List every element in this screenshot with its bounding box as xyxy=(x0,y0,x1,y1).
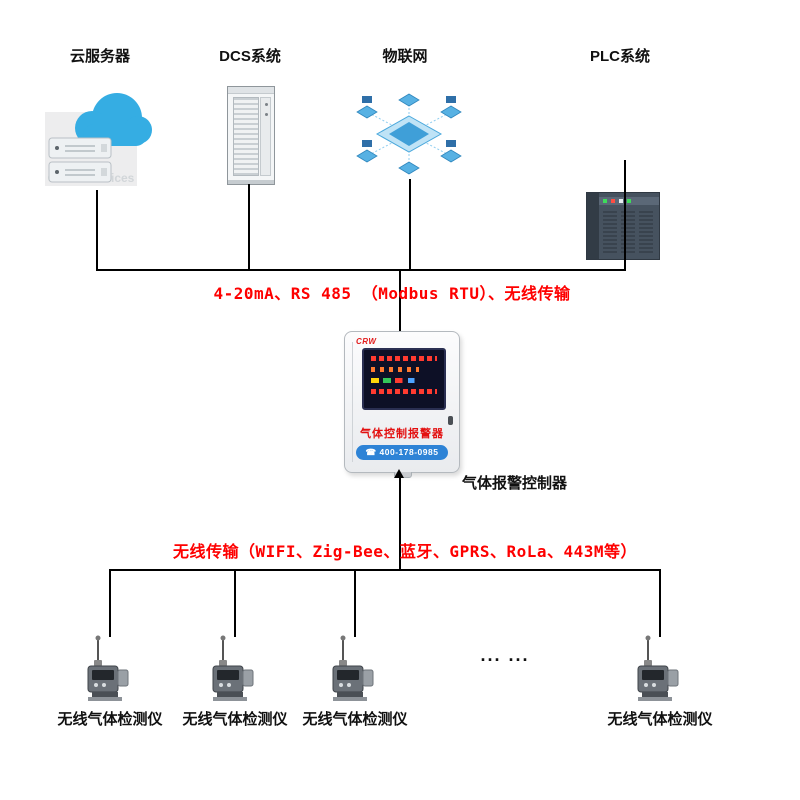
cabinet-base xyxy=(228,180,274,184)
bus2-line xyxy=(109,569,661,571)
connector-cloud-to-bus xyxy=(96,190,98,270)
connector-iot-to-bus xyxy=(409,179,411,270)
controller-screen xyxy=(362,348,446,410)
plc-led xyxy=(619,199,623,203)
gas-detector-icon xyxy=(632,634,688,709)
device-label-dcs: DCS系统 xyxy=(219,48,281,65)
cabinet-slats xyxy=(233,97,259,176)
connector-bus2-detector2 xyxy=(234,570,236,637)
screen-row xyxy=(371,356,437,361)
controller-phone-bar: ☎ 400-178-0985 xyxy=(356,445,448,460)
connector-bus2-to-controller xyxy=(399,477,401,570)
connector-bus2-detector4 xyxy=(659,570,661,637)
connector-dcs-to-bus xyxy=(248,184,250,270)
cabinet-dot xyxy=(265,103,268,106)
controller-label: 气体报警控制器 xyxy=(462,475,568,492)
device-label-iot: 物联网 xyxy=(382,48,428,65)
detector-label: 无线气体检测仪 xyxy=(182,711,288,728)
device-label-plc: PLC系统 xyxy=(589,48,651,65)
plc-vent xyxy=(603,211,617,253)
screen-row xyxy=(371,367,419,372)
plc-vent xyxy=(639,211,653,253)
server-units xyxy=(48,137,112,183)
bus1-line xyxy=(96,269,626,271)
controller-hinge xyxy=(352,342,353,462)
cabinet-header xyxy=(228,87,274,94)
plc-led xyxy=(611,199,615,203)
controller-brand-logo: CRW xyxy=(356,337,377,346)
plc-icon xyxy=(586,192,660,260)
detector-label: 无线气体检测仪 xyxy=(57,711,163,728)
connector-plc-to-bus xyxy=(624,160,626,270)
plc-led xyxy=(603,199,607,203)
bus2-label: 无线传输（WIFI、Zig-Bee、蓝牙、GPRS、RoLa、443M等） xyxy=(172,542,638,561)
cabinet-side-column xyxy=(260,97,271,176)
gas-detector-icon xyxy=(327,634,383,709)
detector-label: 无线气体检测仪 xyxy=(607,711,713,728)
cloud-shape xyxy=(75,93,152,146)
controller-panel-title: 气体控制报警器 xyxy=(360,428,444,440)
iot-network-icon xyxy=(353,90,465,183)
gas-alarm-controller-device: CRW 气体控制报警器 ☎ 400-178-0985 xyxy=(344,331,460,478)
plc-left-module xyxy=(587,193,599,259)
controller-lock xyxy=(448,416,453,425)
controller-phone-number: 400-178-0985 xyxy=(379,447,439,457)
gas-detector-icon xyxy=(207,634,263,709)
connector-bus2-detector1 xyxy=(109,570,111,637)
arrow-up-to-controller xyxy=(394,469,404,478)
connector-bus2-detector3 xyxy=(354,570,356,637)
cabinet-dot xyxy=(265,113,268,116)
phone-icon: ☎ xyxy=(365,447,377,457)
plc-led xyxy=(627,199,631,203)
device-label-cloud-server: 云服务器 xyxy=(69,48,131,65)
detectors-ellipsis: ... ... xyxy=(480,645,530,665)
screen-row xyxy=(371,378,437,383)
dcs-cabinet-icon xyxy=(227,86,275,185)
screen-row xyxy=(371,389,437,394)
detector-label: 无线气体检测仪 xyxy=(302,711,408,728)
connector-bus1-to-controller xyxy=(399,270,401,331)
bus1-label: 4-20mA、RS 485 （Modbus RTU）、无线传输 xyxy=(213,284,571,303)
cloud-server-icon: Cloud Services xyxy=(45,82,155,195)
gas-detector-icon xyxy=(82,634,138,709)
